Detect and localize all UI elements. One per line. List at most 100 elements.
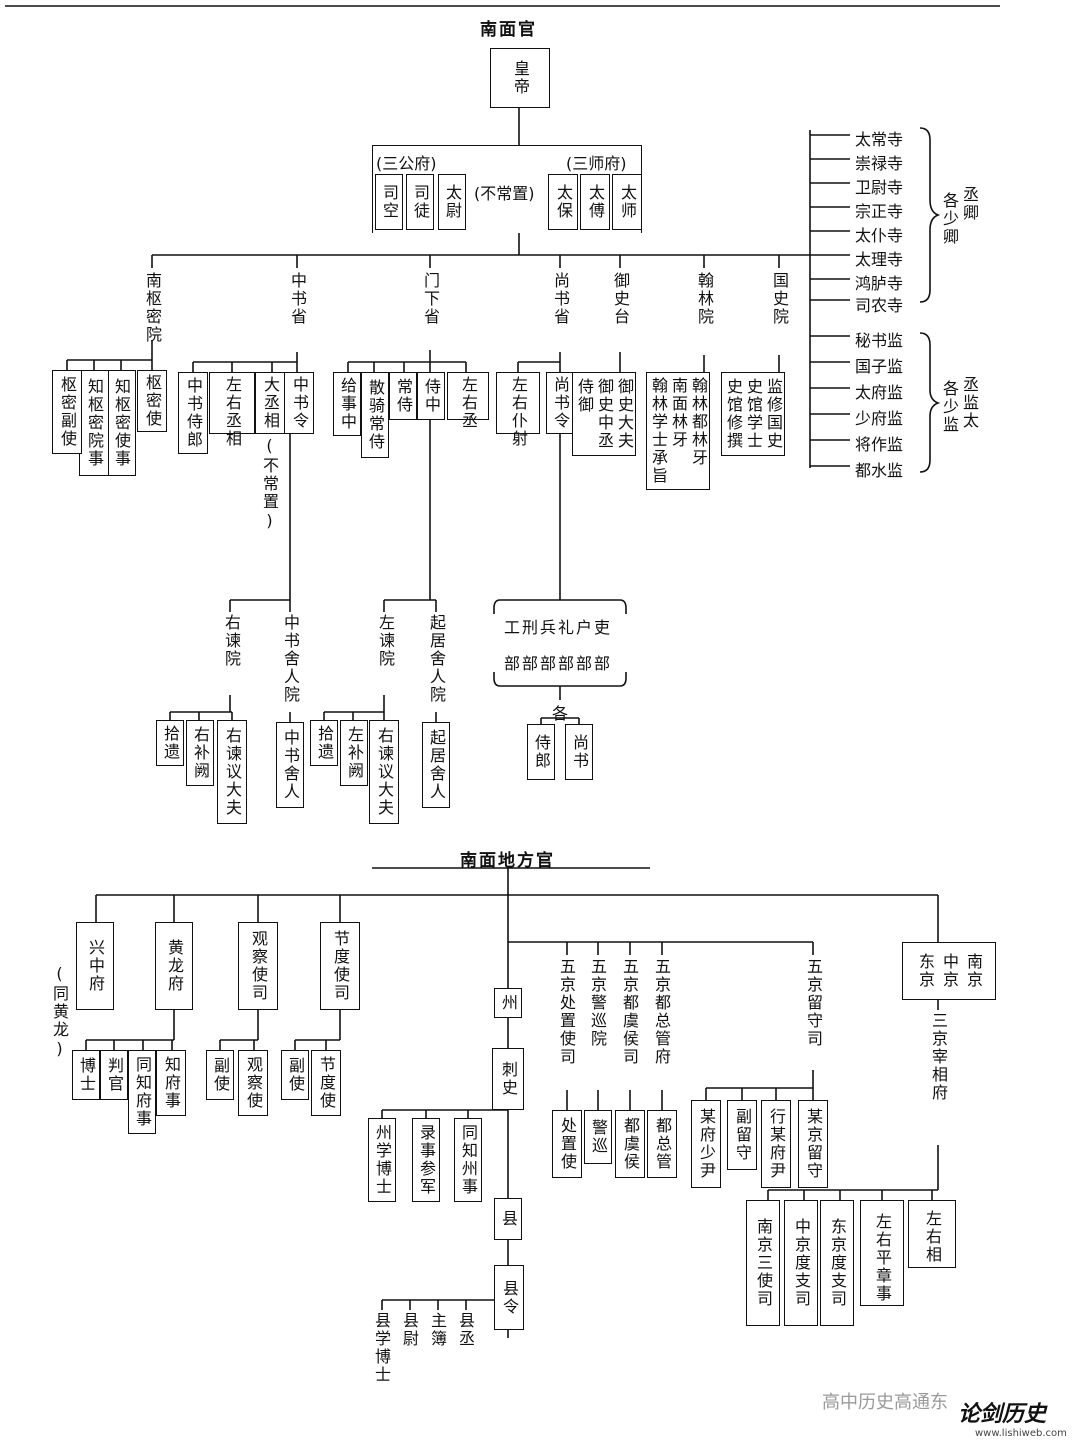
yushi-dafu-label: 御史大夫 — [615, 378, 634, 450]
taibao-label: 太保 — [554, 184, 573, 220]
hanlin-xueshi-label: 翰林学士承旨 — [649, 377, 668, 485]
zhou-label: 州 — [499, 994, 518, 1012]
tongzhi-fushi-box: 同知府事 — [128, 1050, 156, 1134]
zhongshu-ling-label: 中书令 — [290, 376, 309, 430]
zuoyou-pushe-label: 左右仆射 — [509, 376, 528, 448]
situ-label: 司徒 — [411, 184, 430, 220]
da-chengxiang-box: 大丞相 — [255, 372, 285, 434]
zhi-shumi-yuanshi-label: 知枢密院事 — [85, 378, 104, 468]
da-chengxiang-label: 大丞相 — [261, 376, 280, 430]
xian-label: 县 — [499, 1210, 518, 1228]
zuoyou-cheng-label: 左右丞 — [459, 376, 478, 430]
you-jianyi-dafu-label: 右谏议大夫 — [223, 727, 242, 817]
shiyi2-box: 拾遗 — [310, 720, 338, 766]
tongzhi-zhoushi-label: 同知州事 — [459, 1124, 478, 1196]
boshi-box: 博士 — [72, 1050, 100, 1100]
guoshi-box: 监修国史 史馆学士 史馆修撰 — [721, 372, 785, 456]
dongjing-duzhi-box: 东京度支司 — [820, 1200, 854, 1326]
zuoyou-pushe-box: 左右仆射 — [496, 372, 540, 448]
zhongjing-label: 中京 — [940, 953, 959, 989]
temple-zongzheng: 宗正寺 — [855, 202, 904, 221]
sanjing-zaixiang-label: 三京宰相府 — [929, 1012, 948, 1102]
not-constant-label: (不常置) — [474, 184, 535, 203]
site-logo: 论剑历史 — [958, 1402, 1047, 1427]
temples-officials-extra: 丞卿 — [960, 186, 979, 222]
south-officials-title: 南面官 — [480, 20, 537, 40]
duzongguan-label: 都总管 — [653, 1117, 672, 1171]
temple-honglu: 鸿胪寺 — [855, 274, 904, 293]
you-jianyuan-label: 右谏院 — [222, 614, 241, 668]
chuzhi-shi-box: 处置使 — [552, 1110, 582, 1178]
zhongshu-sheren-box: 中书舍人 — [276, 722, 304, 808]
site-url: www.lishiweb.com — [975, 1428, 1067, 1439]
mou-fu-shaoyin-box: 某府少尹 — [691, 1100, 721, 1188]
you-buque-box: 右补阙 — [186, 720, 214, 786]
changshi-box: 常侍 — [389, 372, 417, 420]
dir-taifu: 太府监 — [855, 383, 904, 402]
jiedu-box: 节度使司 — [320, 922, 360, 1010]
tongzhi-zhoushi-box: 同知州事 — [454, 1118, 482, 1202]
shizhong-box: 侍中 — [417, 372, 445, 420]
zhongshu-label: 中书省 — [288, 272, 307, 326]
fushi2-box: 副使 — [281, 1050, 309, 1100]
jiedu-shi-label: 节度使 — [317, 1056, 336, 1110]
shumi-fushi-box: 枢密副使 — [52, 370, 82, 454]
fushi1-label: 副使 — [211, 1057, 230, 1093]
hanlin-box: 翰林都林牙 南面林牙 翰林学士承旨 — [646, 372, 710, 490]
zhouxue-boshi-box: 州学博士 — [368, 1118, 396, 1202]
taiwei-label: 太尉 — [443, 184, 462, 220]
jishizhong-box: 给事中 — [333, 372, 361, 436]
fushi2-label: 副使 — [286, 1057, 305, 1093]
tongzhi-fushi-label: 同知府事 — [133, 1056, 152, 1128]
nanjing-sanshi-label: 南京三使司 — [754, 1218, 773, 1308]
taifu-label: 太傅 — [586, 184, 605, 220]
duyuhou-si-label: 五京都虞侯司 — [620, 958, 639, 1066]
zuoyou-xiang-label: 左右相 — [923, 1210, 942, 1264]
shumi-shi-box: 枢密使 — [137, 370, 167, 432]
zhongshu-sheren-label: 中书舍人 — [281, 729, 300, 801]
menxia-label: 门下省 — [421, 272, 440, 326]
shiguan-xiuzhuan-label: 史馆修撰 — [724, 378, 743, 450]
qiju-sheren-label: 起居舍人 — [427, 729, 446, 801]
fu-liushou-label: 副留守 — [733, 1108, 752, 1162]
temple-taili: 太理寺 — [855, 250, 904, 269]
jishizhong-label: 给事中 — [338, 377, 357, 431]
duzongguan-box: 都总管 — [647, 1110, 677, 1178]
tong-huanglong-label: (同黄龙) — [50, 964, 69, 1060]
zhongjing-duzhi-label: 中京度支司 — [792, 1218, 811, 1308]
zhongshu-sheren-yuan-label: 中书舍人院 — [281, 614, 300, 704]
zhubu-label: 主簿 — [428, 1312, 447, 1348]
jingxun-label: 警巡 — [589, 1119, 608, 1155]
zhouxue-boshi-label: 州学博士 — [373, 1124, 392, 1196]
temple-chonglu: 崇禄寺 — [855, 154, 904, 173]
directorates-officials-extra: 丞监太 — [960, 376, 979, 430]
shiguan-xueshi-label: 史馆学士 — [744, 378, 763, 450]
mou-jing-liushou-label: 某京留守 — [804, 1108, 823, 1180]
taifu-box: 太傅 — [580, 174, 610, 230]
three-dukes-group-label: (三公府) — [376, 154, 437, 173]
zhou-box: 州 — [494, 988, 522, 1018]
sanqi-changshi-label: 散骑常侍 — [366, 379, 385, 451]
taishi-box: 太师 — [612, 174, 642, 230]
xianling-box: 县令 — [494, 1265, 524, 1330]
south-local-officials-title: 南面地方官 — [460, 851, 555, 871]
cishi-box: 刺史 — [492, 1048, 524, 1110]
sikong-label: 司空 — [380, 184, 399, 220]
boshi-label: 博士 — [77, 1057, 96, 1093]
zhongshu-shilang-box: 中书侍郎 — [178, 372, 208, 454]
jingxun-yuan-label: 五京警巡院 — [588, 958, 607, 1048]
lushi-canjun-box: 录事参军 — [412, 1118, 440, 1202]
shangshu-label: 尚书省 — [551, 272, 570, 326]
directorates-officials-label: 各少监 — [940, 380, 959, 434]
not-constant-v-label: (不常置) — [260, 436, 279, 532]
dir-guozi: 国子监 — [855, 357, 904, 376]
dongjing-duzhi-label: 东京度支司 — [828, 1218, 847, 1308]
duyuhou-box: 都虞侯 — [615, 1110, 645, 1178]
zuoyou-chengxiang-box: 左右丞相 — [209, 372, 255, 448]
nanmian-linya-label: 南面林牙 — [669, 377, 688, 449]
temple-taichang: 太常寺 — [855, 130, 904, 149]
you-jianyi-dafu2-box: 右谏议大夫 — [369, 720, 399, 824]
shiyu-label: 侍御 — [575, 378, 594, 414]
three-teachers-group-label: (三师府) — [566, 154, 627, 173]
zuo-buque-label: 左补阙 — [345, 726, 364, 780]
